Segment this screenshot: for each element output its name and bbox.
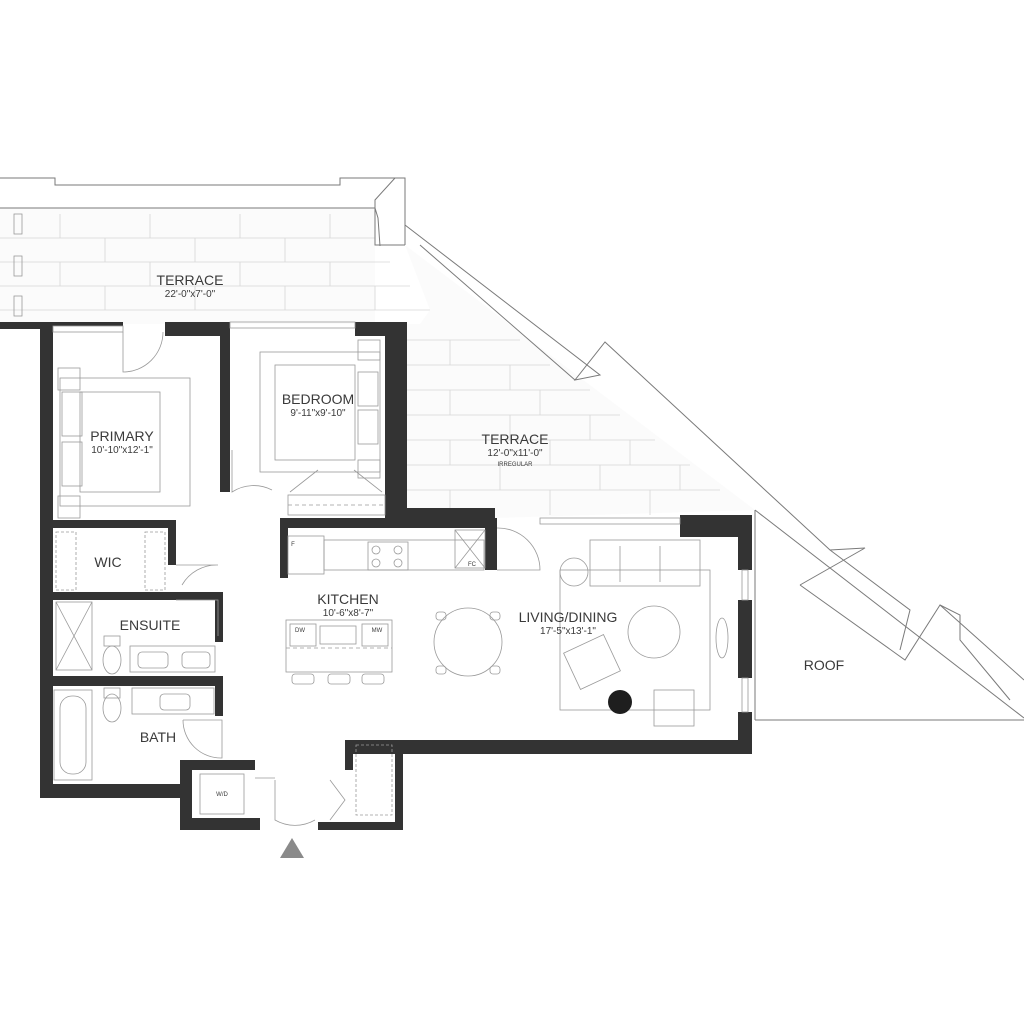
terrace-side-dim: 12'-0"x11'-0" xyxy=(487,448,543,459)
terrace-top-paving xyxy=(0,208,430,324)
kitchen-dim: 10'-6"x8'-7" xyxy=(323,608,374,619)
kitchen-name: KITCHEN xyxy=(317,591,378,607)
dishwasher-label: DW xyxy=(295,628,305,634)
windows xyxy=(52,321,749,713)
roof-name: ROOF xyxy=(804,657,844,673)
microwave-label: MW xyxy=(372,628,383,634)
terrace-side-paving xyxy=(385,245,755,518)
primary-dim: 10'-10"x12'-1" xyxy=(91,445,153,456)
fridge-label: F xyxy=(291,542,295,548)
entry-marker xyxy=(280,838,304,858)
bath-fixtures xyxy=(53,687,215,781)
living-furniture xyxy=(433,539,729,727)
terrace-side-note: IRREGULAR xyxy=(497,462,533,468)
railing-posts xyxy=(13,213,23,317)
wic-name: WIC xyxy=(94,554,121,570)
terrace-top-name: TERRACE xyxy=(157,272,224,288)
living-dim: 17'-5"x13'-1" xyxy=(540,626,596,637)
bedroom-dim: 9'-11"x9'-10" xyxy=(290,408,346,419)
bedroom-name: BEDROOM xyxy=(282,391,354,407)
bedroom-bed xyxy=(259,339,381,479)
kitchen-fixtures xyxy=(285,535,485,685)
walls xyxy=(0,322,752,830)
fireplace-label: FC xyxy=(468,562,477,568)
ensuite-name: ENSUITE xyxy=(120,617,181,633)
bath-name: BATH xyxy=(140,729,176,745)
parapet xyxy=(0,177,1024,721)
washer-dryer xyxy=(199,744,393,816)
terrace-side-name: TERRACE xyxy=(482,431,549,447)
wic-shelves xyxy=(55,531,166,591)
primary-name: PRIMARY xyxy=(90,428,154,444)
terrace-top-dim: 22'-0"x7'-0" xyxy=(165,289,216,300)
ensuite-fixtures xyxy=(55,601,216,675)
doors xyxy=(122,331,541,826)
living-name: LIVING/DINING xyxy=(519,609,618,625)
bedroom-closet xyxy=(287,494,386,516)
washer-dryer-label: W/D xyxy=(216,792,228,798)
fireplace xyxy=(454,529,486,569)
primary-bed xyxy=(57,367,191,519)
